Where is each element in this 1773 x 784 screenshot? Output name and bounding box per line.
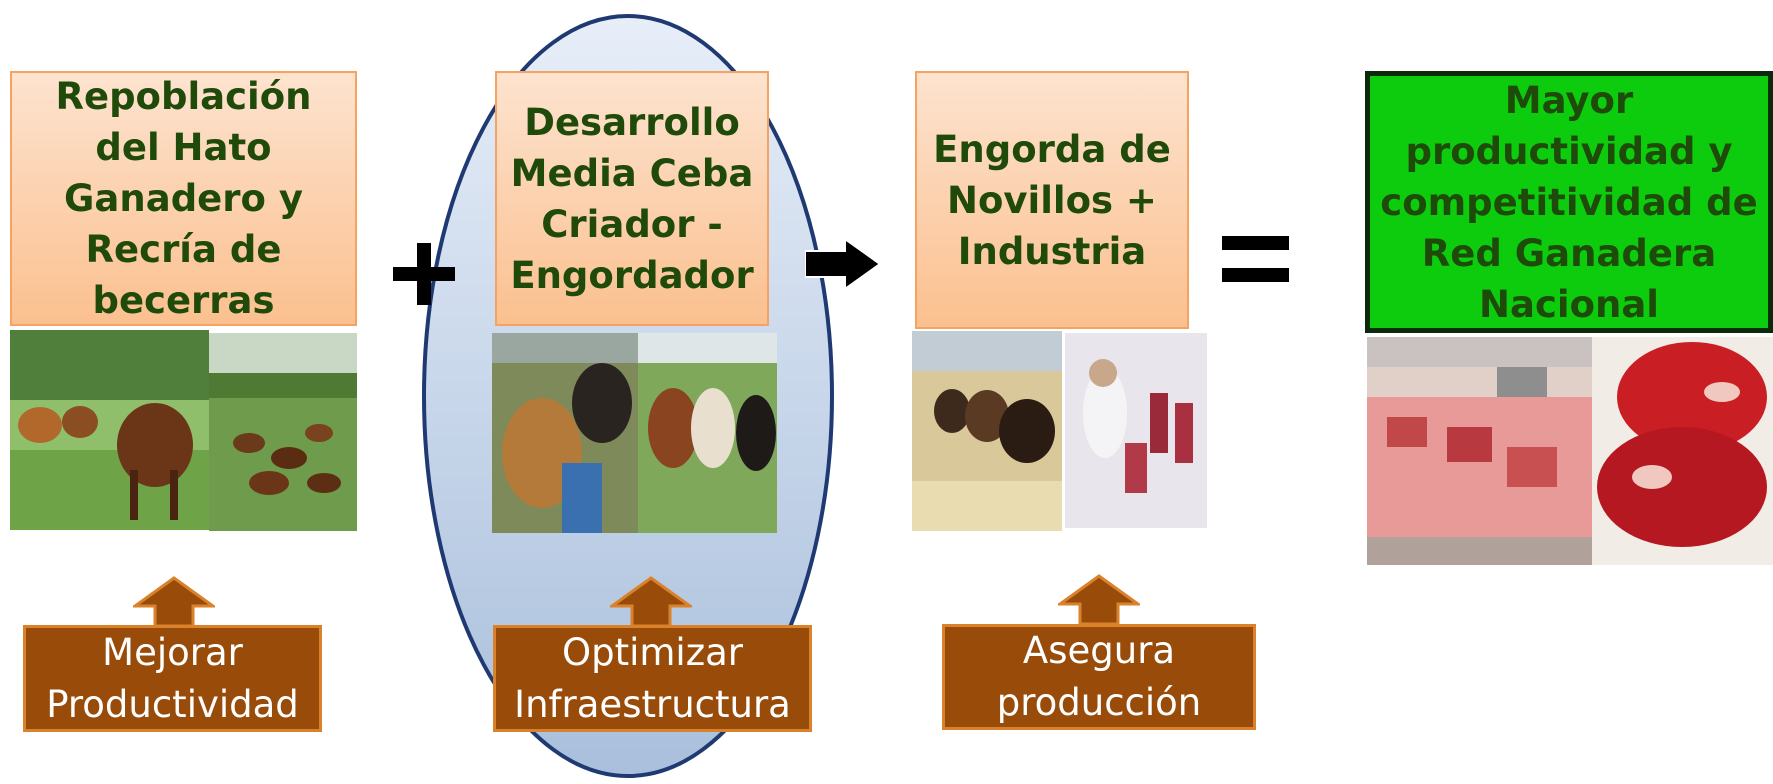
photo-cattle-pasture [638, 333, 777, 533]
action-label: Asegura producción [996, 629, 1202, 724]
stage-label: Engorda de Novillos + Industria [933, 127, 1171, 273]
photo-cattle-grazing [10, 330, 209, 530]
stage-box-engorda: Engorda de Novillos + Industria [915, 71, 1189, 329]
action-box-optimizar: Optimizar Infraestructura [493, 625, 812, 732]
plus-icon [393, 243, 455, 305]
photo-feedlot [912, 331, 1062, 531]
photo-meat-counter [1367, 337, 1592, 565]
photo-raw-steaks [1592, 337, 1773, 565]
up-arrow-icon [133, 576, 215, 628]
result-label: Mayor productividad y competitividad de … [1380, 78, 1758, 326]
photo-cattle-feeding [492, 333, 638, 533]
action-label: Optimizar Infraestructura [514, 630, 791, 726]
photo-meat-industry [1065, 333, 1207, 528]
photo-herd-field [209, 333, 357, 531]
action-box-mejorar: Mejorar Productividad [23, 625, 322, 732]
up-arrow-icon [610, 576, 692, 628]
action-label: Mejorar Productividad [46, 630, 299, 726]
stage-label: Repoblación del Hato Ganadero y Recría d… [55, 75, 312, 322]
stage-label: Desarrollo Media Ceba Criador - Engordad… [510, 100, 754, 297]
equals-icon [1222, 236, 1289, 282]
up-arrow-icon [1058, 574, 1140, 626]
action-box-asegura: Asegura producción [942, 624, 1256, 730]
stage-box-desarrollo: Desarrollo Media Ceba Criador - Engordad… [495, 71, 769, 326]
right-arrow-icon [805, 239, 880, 289]
stage-box-repoblacion: Repoblación del Hato Ganadero y Recría d… [10, 71, 357, 326]
result-box: Mayor productividad y competitividad de … [1365, 71, 1773, 333]
